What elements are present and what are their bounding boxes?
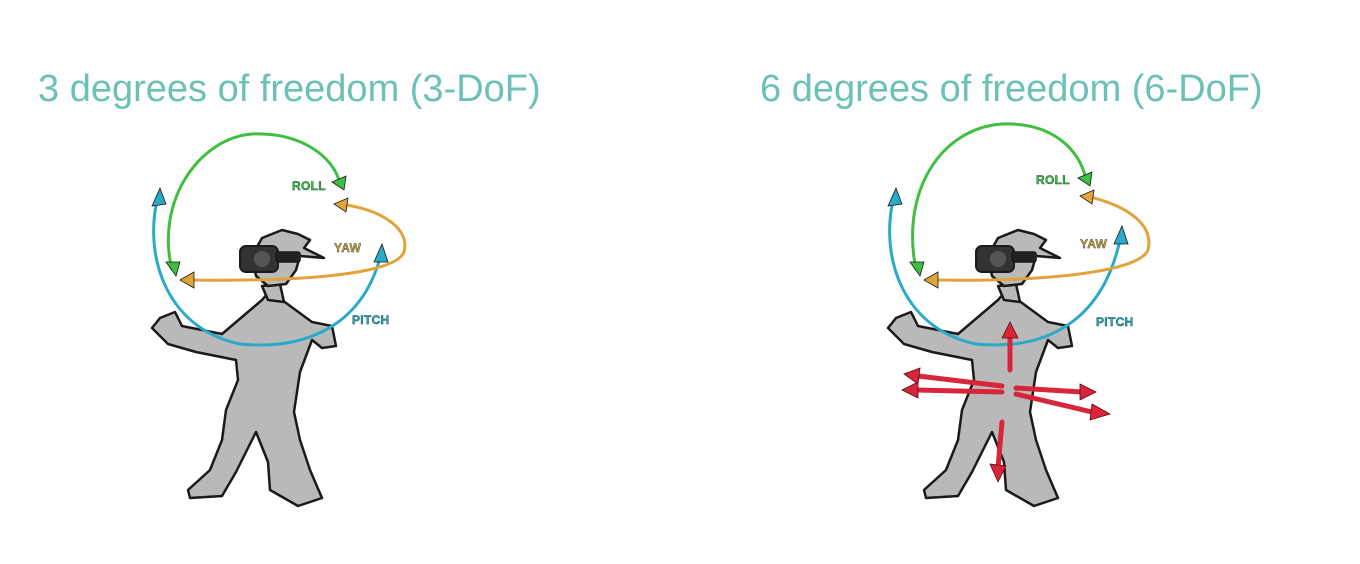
translation-arrow-left-lower [913, 387, 1005, 395]
translation-arrow-right-lower [1013, 391, 1095, 415]
translation-arrow-right-upper [1013, 385, 1085, 395]
translation-arrowhead-right-lower [1089, 403, 1112, 421]
vr-headset-person-icon [150, 228, 338, 508]
pitch-arrowhead-end [373, 242, 389, 263]
panel-6dof: 6 degrees of freedom (6-DoF) [680, 0, 1360, 564]
pitch-label: PITCH [352, 313, 390, 327]
yaw-label: YAW [1080, 237, 1108, 251]
roll-arrow [166, 132, 342, 271]
translation-arrow-icon [901, 321, 1112, 483]
yaw-arrow [931, 194, 1151, 282]
pitch-arrow [888, 195, 1122, 347]
vr-headset-strap [1011, 251, 1037, 263]
yaw-arrowhead [923, 271, 939, 289]
vr-headset-lens [990, 251, 1006, 267]
translation-arrowhead-up [1001, 321, 1019, 339]
roll-label: ROLL [1036, 173, 1070, 187]
title-6dof: 6 degrees of freedom (6-DoF) [760, 68, 1263, 110]
title-3dof: 3 degrees of freedom (3-DoF) [38, 68, 541, 110]
yaw-arrow [187, 202, 407, 282]
translation-arrow-left-upper [915, 373, 1005, 389]
pitch-arrow [152, 195, 382, 347]
panel-3dof: 3 degrees of freedom (3-DoF) ROLL YAW PI… [38, 68, 541, 508]
roll-arrow [911, 122, 1088, 271]
vr-headset-lens [254, 251, 270, 267]
yaw-arrowhead-start [333, 197, 349, 213]
roll-label: ROLL [292, 179, 326, 193]
diagram-3dof: ROLL YAW PITCH [150, 132, 407, 508]
translation-arrowhead-left-upper [903, 367, 921, 385]
yaw-arrowhead-start [1079, 189, 1095, 205]
pitch-label: PITCH [1096, 315, 1134, 329]
roll-arrowhead [1077, 171, 1093, 187]
diagram-6dof: ROLL YAW PITCH [886, 122, 1151, 508]
roll-arrowhead-start [165, 261, 181, 277]
vr-headset-person-icon [886, 228, 1074, 508]
pitch-arrowhead [151, 186, 167, 207]
yaw-arrowhead [179, 271, 195, 289]
translation-arrowhead-right-upper [1079, 383, 1097, 401]
translation-arrow-down [995, 419, 1005, 471]
vr-headset-strap [275, 251, 301, 263]
figure-body [150, 286, 338, 508]
roll-arrowhead-start [909, 261, 925, 277]
translation-arrowhead-left-lower [901, 381, 919, 399]
pitch-arrowhead-end [1113, 224, 1129, 245]
yaw-label: YAW [334, 241, 362, 255]
pitch-arrowhead [887, 186, 903, 207]
translation-arrowhead-down [989, 463, 1007, 483]
roll-arrowhead [331, 175, 347, 191]
